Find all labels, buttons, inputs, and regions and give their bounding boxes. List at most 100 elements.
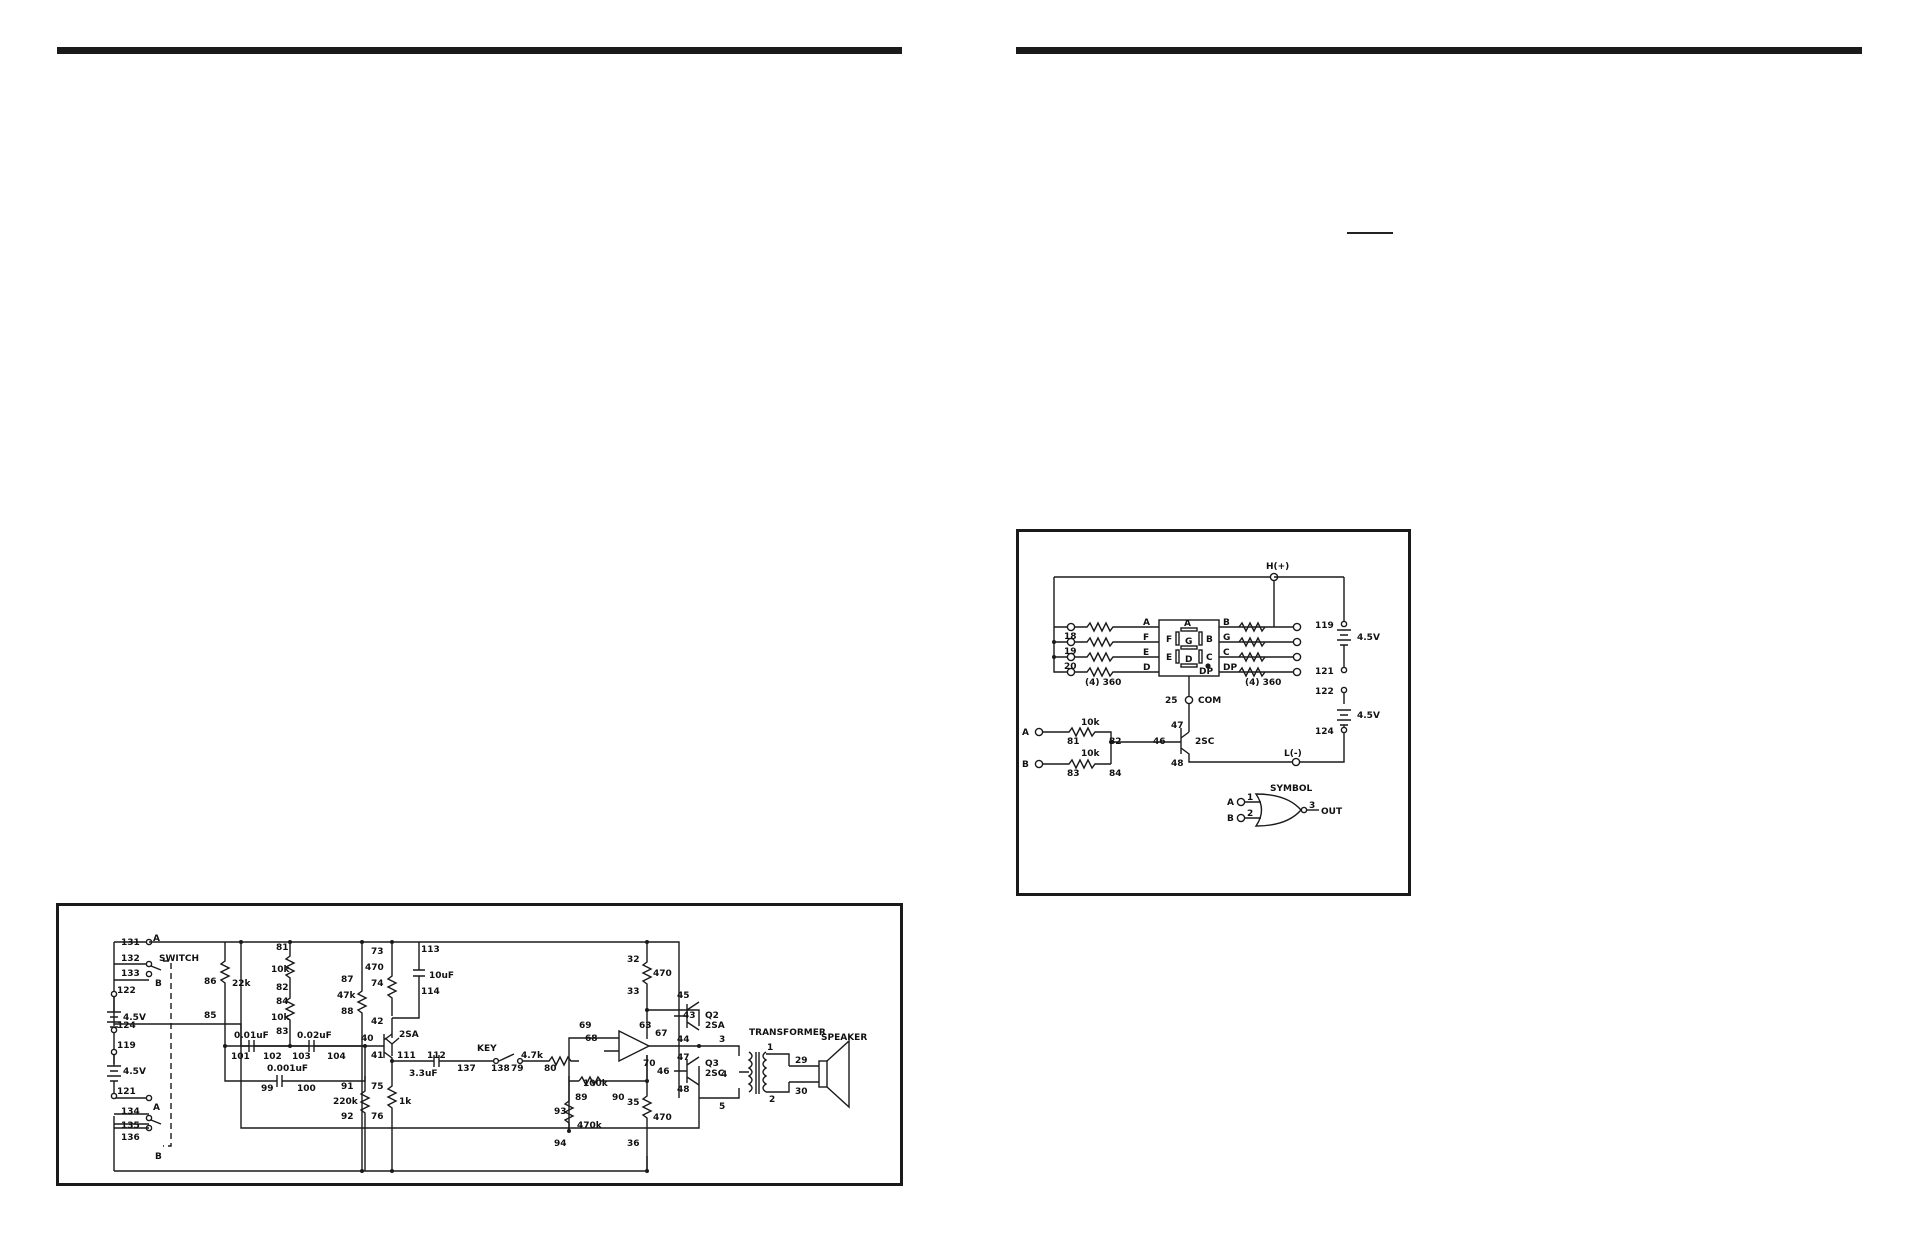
c103-pin: 103: [292, 1052, 311, 1062]
r83-pin: 83: [276, 1027, 289, 1037]
r36-pin: 36: [627, 1139, 640, 1149]
transformer-label: TRANSFORMER: [749, 1028, 826, 1038]
bat1-top: 122: [117, 986, 136, 996]
c102-pin: 102: [263, 1052, 282, 1062]
switch-label: SWITCH: [159, 954, 199, 964]
transistor-2sc: [1041, 704, 1296, 770]
pin-18: 18: [1064, 632, 1077, 642]
r89-pin: 89: [575, 1093, 588, 1103]
pin-20: 20: [1064, 662, 1077, 672]
disp-right-g: G: [1223, 633, 1230, 643]
disp-left-e: E: [1143, 648, 1149, 658]
c113-value: 10uF: [429, 971, 454, 981]
opamp-pin-69: 69: [579, 1021, 592, 1031]
seg-d: D: [1185, 655, 1192, 665]
t-pin-47: 47: [1171, 721, 1184, 731]
q2-pin-45: 45: [677, 991, 690, 1001]
q2-pin-43: 43: [683, 1011, 696, 1021]
r94-pin: 94: [554, 1139, 567, 1149]
r88-pin: 88: [341, 1007, 354, 1017]
symbol-title: SYMBOL: [1270, 784, 1312, 794]
c101-pin: 101: [231, 1052, 250, 1062]
oscillator-schematic-frame: 131 A 132 133 SWITCH B 122 4.5V 124 119 …: [56, 903, 903, 1186]
r81-value: 10k: [271, 965, 291, 975]
t1-type: 2SA: [399, 1030, 419, 1040]
t1-pin-41: 41: [371, 1051, 384, 1061]
symbol-in-a: A: [1227, 798, 1234, 808]
sw-133: 133: [121, 969, 140, 979]
seg-b: B: [1206, 635, 1213, 645]
t-pin-46: 46: [1153, 737, 1166, 747]
sw-b-bottom: B: [155, 1152, 162, 1162]
disp-left-d: D: [1143, 663, 1150, 673]
r79-value: 4.7k: [521, 1051, 544, 1061]
h-plus-label: H(+): [1266, 562, 1289, 572]
xfmr-pin-3: 3: [719, 1035, 725, 1045]
key-pin-138: 138: [491, 1064, 510, 1074]
q3-pin-48: 48: [677, 1085, 690, 1095]
oscillator-schematic: 131 A 132 133 SWITCH B 122 4.5V 124 119 …: [107, 934, 867, 1173]
rbat1-bottom: 121: [1315, 667, 1334, 677]
c100-pin: 100: [297, 1084, 316, 1094]
sw-135: 135: [121, 1121, 140, 1131]
symbol-pin-2: 2: [1247, 809, 1253, 819]
c112-pin: 112: [427, 1051, 446, 1061]
speaker-label: SPEAKER: [821, 1033, 867, 1043]
r33-pin: 33: [627, 987, 640, 997]
disp-left-f: F: [1143, 633, 1149, 643]
rbat1-top: 119: [1315, 621, 1334, 631]
left-resistors: [1074, 621, 1159, 678]
sw-136: 136: [121, 1133, 140, 1143]
amplifier-stage: [563, 942, 700, 1171]
r83-value-right: 10k: [1081, 749, 1101, 759]
r86-pin: 86: [204, 977, 217, 987]
rbat1-voltage: 4.5V: [1357, 633, 1380, 643]
c111-pin: 111: [397, 1051, 416, 1061]
xfmr-pin-4: 4: [721, 1070, 727, 1080]
r83-pin-right: 83: [1067, 769, 1080, 779]
top-rule-right: [1016, 47, 1862, 54]
r75-pin: 75: [371, 1082, 384, 1092]
seg-g: G: [1185, 637, 1192, 647]
r91-value: 220k: [333, 1097, 359, 1107]
seg-f: F: [1166, 635, 1172, 645]
r87-value: 47k: [337, 991, 357, 1001]
xfmr-pin-5: 5: [719, 1102, 725, 1112]
r93-pin: 93: [554, 1107, 567, 1117]
r81-value-right: 10k: [1081, 718, 1101, 728]
seg-a: A: [1184, 619, 1191, 629]
t-type: 2SC: [1195, 737, 1215, 747]
disp-right-c: C: [1223, 648, 1230, 658]
seg-e: E: [1166, 653, 1172, 663]
r85-pin: 85: [204, 1011, 217, 1021]
xfmr-pin-1: 1: [767, 1043, 773, 1053]
input-b-label: B: [1022, 760, 1029, 770]
q3-type: 2SC: [705, 1069, 725, 1079]
c113-pin: 113: [421, 945, 440, 955]
symbol-in-b: B: [1227, 814, 1234, 824]
symbol-pin-3: 3: [1309, 801, 1315, 811]
r89-value: 100k: [583, 1079, 609, 1089]
q2-label: Q2: [705, 1011, 719, 1021]
r35-pin: 35: [627, 1098, 640, 1108]
bat2-bottom: 121: [117, 1087, 136, 1097]
r84-value: 10k: [271, 1013, 291, 1023]
q3-label: Q3: [705, 1059, 719, 1069]
sw-132: 132: [121, 954, 140, 964]
com-pin: 25: [1165, 696, 1178, 706]
c114-pin: 114: [421, 987, 440, 997]
q2-pin-44: 44: [677, 1035, 690, 1045]
r84-pin-right: 84: [1109, 769, 1122, 779]
r82-pin-right: 82: [1109, 737, 1122, 747]
spk-pin-29: 29: [795, 1056, 808, 1066]
sw-a-top: A: [153, 934, 160, 944]
t1-pin-42: 42: [371, 1017, 384, 1027]
bat1-voltage: 4.5V: [123, 1013, 146, 1023]
rbat2-bottom: 124: [1315, 727, 1334, 737]
or-gate-symbol: [1244, 793, 1319, 827]
c99-pin: 99: [261, 1084, 274, 1094]
bat2-voltage: 4.5V: [123, 1067, 146, 1077]
res-note-right: (4) 360: [1245, 678, 1281, 688]
c101-value: 0.01uF: [234, 1031, 269, 1041]
c104-pin: 104: [327, 1052, 346, 1062]
